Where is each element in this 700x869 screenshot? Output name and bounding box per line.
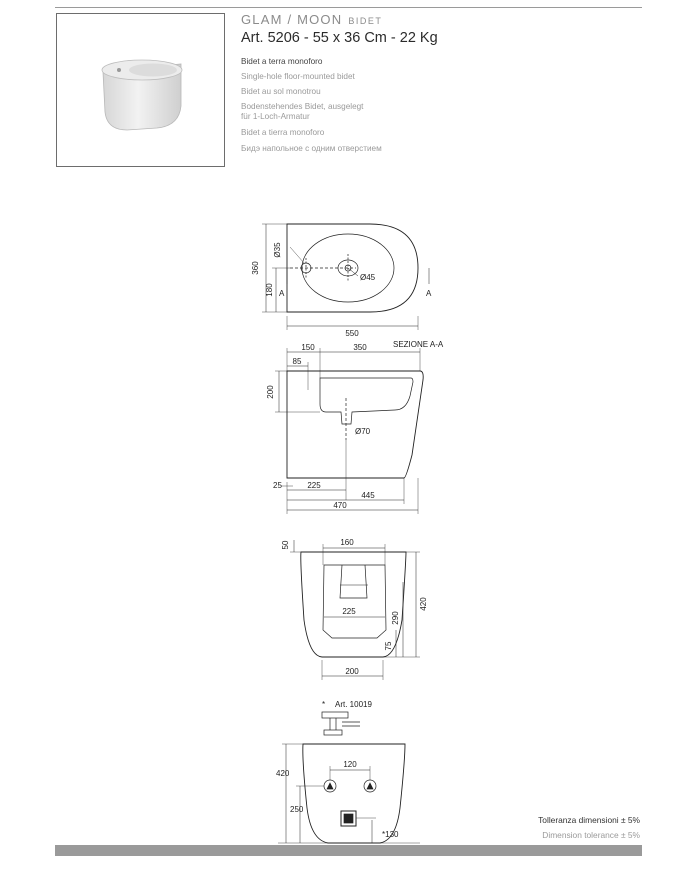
section-view-labels: 150 350 SEZIONE A-A 85 200 Ø70 25 225 44… xyxy=(266,340,444,510)
tolerance-it: Tolleranza dimensioni ± 5% xyxy=(538,815,640,825)
dim-445: 445 xyxy=(361,491,375,500)
tolerance-en: Dimension tolerance ± 5% xyxy=(542,830,640,840)
description-ru: Бидэ напольное с одним отверстием xyxy=(241,144,382,153)
dim-225-front: 225 xyxy=(342,607,356,616)
dim-350: 350 xyxy=(353,343,367,352)
top-view xyxy=(262,223,430,330)
accessory-marker: * xyxy=(322,700,325,709)
dim-360: 360 xyxy=(251,261,260,275)
description-it: Bidet a terra monoforo xyxy=(241,57,323,66)
dim-120: 120 xyxy=(343,760,357,769)
section-mark-left: A xyxy=(279,289,285,298)
rear-view xyxy=(278,743,420,844)
description-es: Bidet a tierra monoforo xyxy=(241,128,325,137)
product-photo xyxy=(56,13,225,167)
section-title: SEZIONE A-A xyxy=(393,340,444,349)
section-mark-right: A xyxy=(426,289,432,298)
collection-name: GLAM / MOON xyxy=(241,12,343,27)
dim-200-front: 200 xyxy=(345,667,359,676)
bidet-photo-illustration xyxy=(101,59,183,131)
section-view xyxy=(275,348,424,514)
dim-290: 290 xyxy=(391,611,400,625)
collection-title: GLAM / MOON BIDET xyxy=(241,12,382,27)
dim-85: 85 xyxy=(293,357,302,366)
dim-75: 75 xyxy=(384,641,393,650)
description-de-1: Bodenstehendes Bidet, ausgelegt xyxy=(241,102,364,111)
dim-160: 160 xyxy=(340,538,354,547)
dim-180: 180 xyxy=(265,283,274,297)
dim-130: *130 xyxy=(382,830,399,839)
dim-225-section: 225 xyxy=(307,481,321,490)
front-view-labels: 50 160 225 290 420 75 200 xyxy=(281,538,428,676)
dim-420-rear: 420 xyxy=(276,769,290,778)
rear-view-labels: 120 420 250 *130 xyxy=(276,760,399,839)
description-de-2: für 1-Loch-Armatur xyxy=(241,112,310,121)
front-view xyxy=(290,540,420,680)
dim-470: 470 xyxy=(333,501,347,510)
dim-150: 150 xyxy=(301,343,315,352)
dim-200-section: 200 xyxy=(266,385,275,399)
dim-hole-small: Ø35 xyxy=(273,242,282,258)
dim-d70: Ø70 xyxy=(355,427,371,436)
article-title: Art. 5206 - 55 x 36 Cm - 22 Kg xyxy=(241,30,438,46)
dim-50: 50 xyxy=(281,540,290,549)
dim-420-front: 420 xyxy=(419,597,428,611)
category-label: BIDET xyxy=(348,16,383,26)
top-rule xyxy=(55,7,642,8)
dim-hole-large: Ø45 xyxy=(360,273,376,282)
dim-550: 550 xyxy=(345,329,359,338)
top-view-labels: 360 180 Ø35 Ø45 A A 550 xyxy=(251,242,432,338)
accessory-labels: * Art. 10019 xyxy=(322,700,372,709)
dim-25: 25 xyxy=(273,481,282,490)
bottom-bar xyxy=(55,845,642,856)
accessory-label: Art. 10019 xyxy=(335,700,372,709)
description-fr: Bidet au sol monotrou xyxy=(241,87,321,96)
description-en: Single-hole floor-mounted bidet xyxy=(241,72,355,81)
dim-250: 250 xyxy=(290,805,304,814)
accessory-trap xyxy=(321,711,360,736)
